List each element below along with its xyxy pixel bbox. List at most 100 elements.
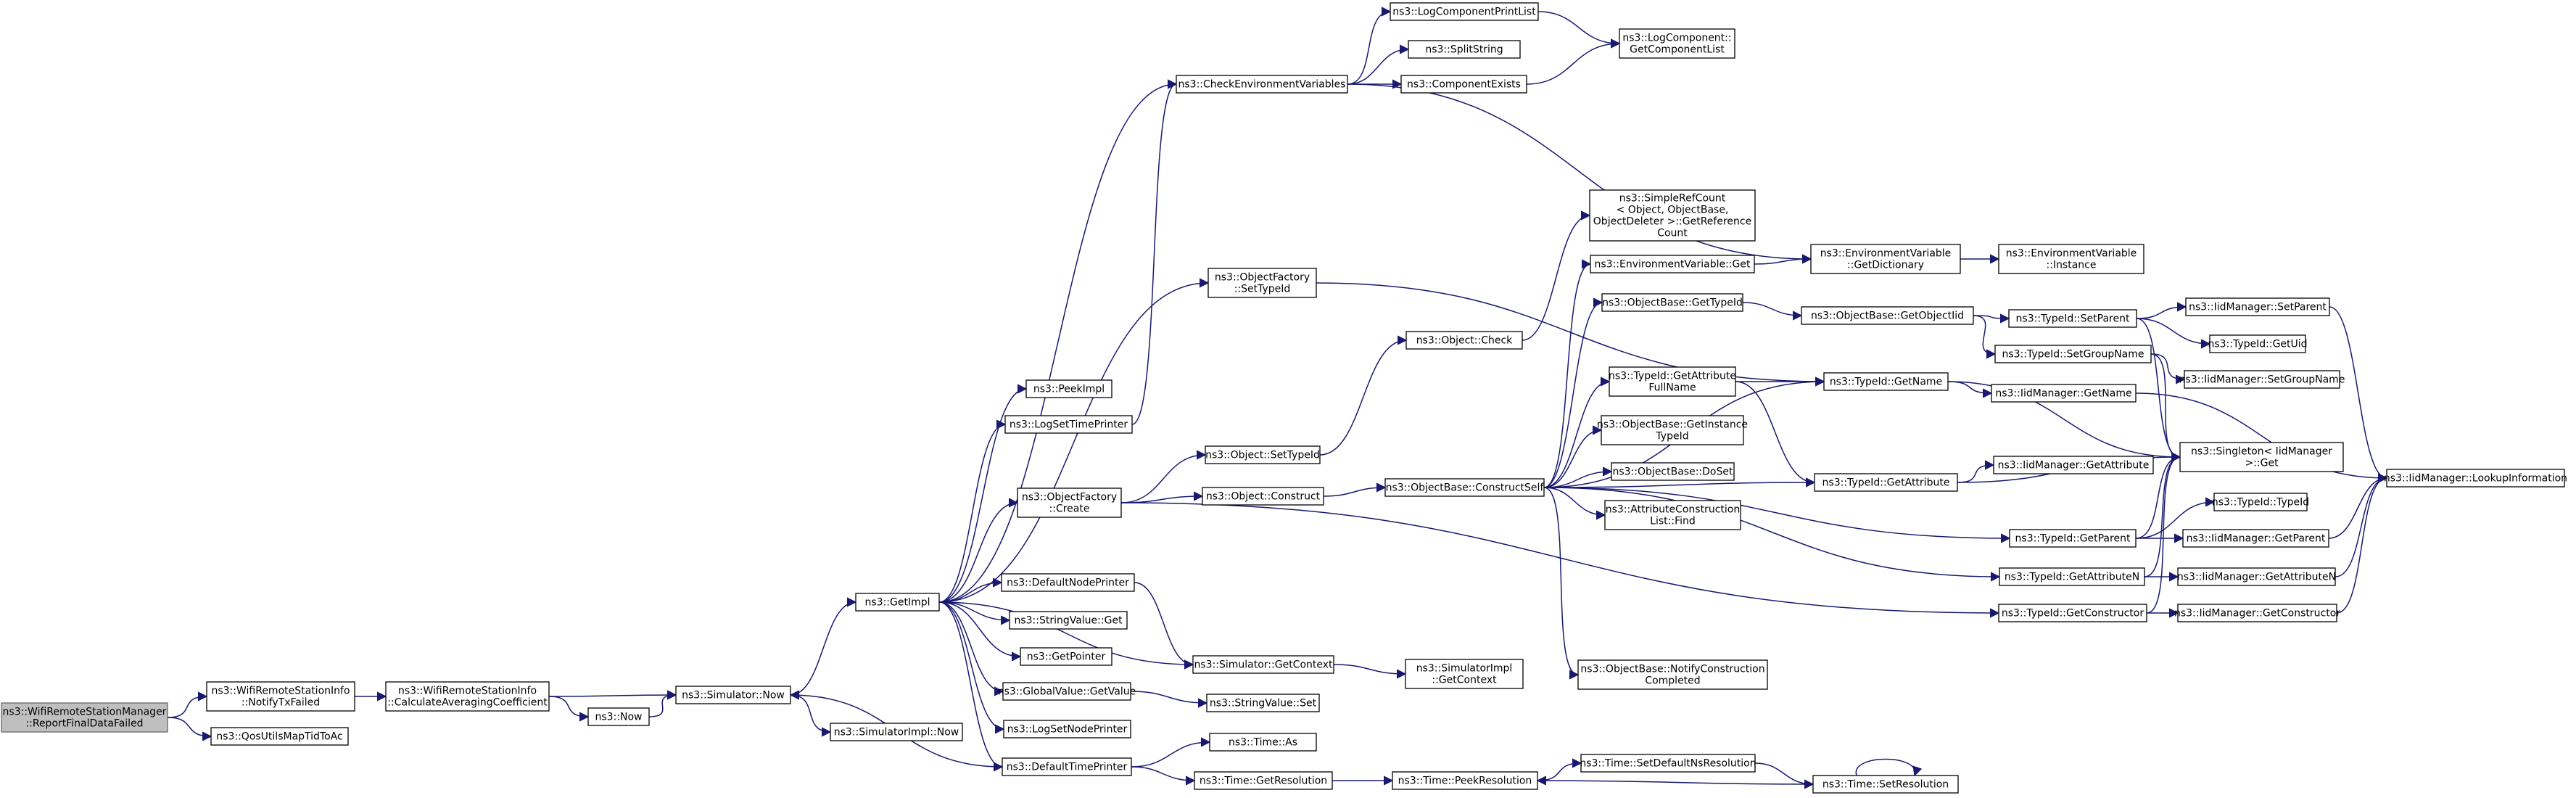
node-label: ns3::Object::Construct: [1206, 491, 1321, 503]
function-node[interactable]: ns3::ObjectBase::NotifyConstructionCompl…: [1577, 659, 1768, 690]
function-node[interactable]: ns3::ObjectFactory::Create: [1017, 488, 1122, 518]
node-box: [1002, 682, 1131, 701]
function-node[interactable]: ns3::TypeId::SetParent: [2008, 309, 2137, 328]
node-label: ns3::ObjectBase::GetObjectIid: [1811, 310, 1964, 322]
node-box: [1993, 456, 2154, 474]
function-node[interactable]: ns3::Time::As: [1209, 733, 1317, 752]
function-node[interactable]: ns3::LogComponentPrintList: [1390, 2, 1539, 21]
node-label: ns3::GetPointer: [1027, 651, 1106, 663]
function-node[interactable]: ns3::Object::Check: [1405, 331, 1523, 350]
function-node[interactable]: ns3::SplitString: [1408, 40, 1521, 59]
node-label: ns3::AttributeConstruction: [1606, 504, 1740, 516]
function-node[interactable]: ns3::GetPointer: [1020, 647, 1112, 666]
function-node[interactable]: ns3::ObjectBase::GetTypeId: [1601, 293, 1743, 312]
edge-n29-n34: [1543, 259, 1592, 488]
edge-n21-n30: [1333, 664, 1407, 679]
function-node[interactable]: ns3::QosUtilsMapTidToAc: [210, 727, 349, 746]
node-box: [1604, 500, 1741, 530]
function-node[interactable]: ns3::SimulatorImpl::GetContext: [1405, 659, 1524, 689]
node-box: [2184, 370, 2340, 389]
function-node[interactable]: ns3::PeekImpl: [1025, 379, 1112, 398]
node-label: ::SetTypeId: [1234, 284, 1291, 295]
function-node[interactable]: ns3::DefaultNodePrinter: [1001, 573, 1135, 592]
function-node[interactable]: ns3::ObjectFactory::SetTypeId: [1208, 268, 1317, 298]
function-node[interactable]: ns3::TypeId::GetAttribute: [1814, 473, 1958, 492]
function-node[interactable]: ns3::StringValue::Get: [1009, 611, 1128, 630]
function-node[interactable]: ns3::SimpleRefCount< Object, ObjectBase,…: [1589, 189, 1756, 242]
function-node[interactable]: ns3::ObjectBase::GetObjectIid: [1801, 306, 1974, 325]
edge-n29-n36: [1543, 377, 1611, 488]
function-node[interactable]: ns3::TypeId::TypeId: [2212, 493, 2309, 511]
node-box: [1611, 462, 1735, 481]
function-node[interactable]: ns3::TypeId::GetName: [1823, 372, 1949, 391]
function-node[interactable]: ns3::Time::PeekResolution: [1392, 771, 1538, 790]
edge-n6-n12: [938, 601, 1011, 625]
function-node[interactable]: ns3::ComponentExists: [1400, 75, 1527, 94]
node-label: ns3::WifiRemoteStationInfo: [211, 686, 350, 697]
node-label: ::GetDictionary: [1847, 260, 1924, 271]
function-node[interactable]: ns3::Time::SetResolution: [1812, 775, 1959, 794]
function-node[interactable]: ns3::ObjectBase::ConstructSelf: [1384, 478, 1545, 497]
node-label: ::Create: [1049, 503, 1090, 515]
function-node[interactable]: ns3::Time::GetResolution: [1194, 771, 1333, 790]
function-node[interactable]: ns3::IidManager::GetName: [1991, 384, 2137, 403]
function-node[interactable]: ns3::Simulator::Now: [675, 686, 791, 704]
function-node[interactable]: ns3::StringValue::Set: [1206, 694, 1320, 712]
function-node[interactable]: ns3::EnvironmentVariable::Instance: [1998, 244, 2144, 274]
function-node[interactable]: ns3::IidManager::GetParent: [2182, 529, 2329, 548]
edge-n17-n25: [1347, 7, 1392, 85]
node-box: [1589, 189, 1756, 242]
function-node[interactable]: ns3::TypeId::GetConstructor: [1998, 604, 2147, 622]
function-node[interactable]: ns3::CheckEnvironmentVariables: [1176, 75, 1348, 94]
function-node[interactable]: ns3::IidManager::GetAttribute: [1993, 456, 2154, 474]
function-node[interactable]: ns3::EnvironmentVariable::GetDictionary: [1810, 244, 1961, 274]
function-node[interactable]: ns3::TypeId::GetAttributeN: [1999, 567, 2145, 586]
edge-n52-n59: [2135, 497, 2216, 539]
function-node[interactable]: ns3::WifiRemoteStationInfo::CalculateAve…: [385, 681, 550, 712]
function-node[interactable]: ns3::SimulatorImpl::Now: [830, 723, 963, 741]
node-label: ns3::GetImpl: [864, 597, 930, 609]
function-node[interactable]: ns3::Singleton< IidManager>::Get: [2179, 442, 2344, 472]
function-node[interactable]: ns3::Object::Construct: [1202, 487, 1324, 506]
function-node[interactable]: ns3::TypeId::GetParent: [2009, 529, 2137, 548]
function-node[interactable]: ns3::LogComponent::GetComponentList: [1619, 28, 1735, 59]
edge-n49-n57: [2150, 353, 2186, 384]
function-node[interactable]: ns3::IidManager::GetAttributeN: [2177, 567, 2336, 586]
function-node[interactable]: ns3::IidManager::SetParent: [2185, 297, 2330, 316]
edge-n28-n33: [1522, 210, 1591, 341]
node-box: [2179, 442, 2344, 472]
function-node[interactable]: ns3::IidManager::LookupInformation: [2384, 469, 2567, 488]
node-label: ns3::TypeId::SetGroupName: [2002, 349, 2144, 361]
function-node[interactable]: ns3::ObjectBase::DoSet: [1611, 462, 1735, 481]
function-node[interactable]: ns3::Object::SetTypeId: [1205, 445, 1321, 464]
edge-n44-n58: [1947, 381, 2181, 462]
function-node[interactable]: ns3::TypeId::GetUid: [2208, 334, 2308, 353]
node-label: ns3::LogSetTimePrinter: [1010, 419, 1128, 431]
function-node[interactable]: ns3::Simulator::GetContext: [1192, 655, 1334, 674]
node-label: ns3::DefaultNodePrinter: [1007, 577, 1129, 589]
node-label: ns3::IidManager::GetName: [1995, 388, 2131, 400]
function-node[interactable]: ns3::LogSetTimePrinter: [1004, 415, 1133, 434]
function-node[interactable]: ns3::Now: [587, 707, 650, 726]
function-node[interactable]: ns3::WifiRemoteStationInfo::NotifyTxFail…: [206, 681, 355, 712]
function-node[interactable]: ns3::DefaultTimePrinter: [1002, 757, 1132, 776]
node-label: ns3::ObjectBase::NotifyConstruction: [1580, 664, 1764, 675]
function-node[interactable]: ns3::IidManager::GetConstructor: [2174, 604, 2340, 622]
edge-n46-n46: [1855, 758, 1923, 777]
function-node[interactable]: ns3::GlobalValue::GetValue: [998, 682, 1136, 701]
function-node[interactable]: ns3::IidManager::SetGroupName: [2179, 370, 2345, 389]
function-node[interactable]: ns3::LogSetNodePrinter: [1003, 720, 1131, 739]
function-node[interactable]: ns3::Time::SetDefaultNsResolution: [1580, 754, 1756, 773]
node-label: ns3::DefaultTimePrinter: [1007, 762, 1128, 773]
edge-n48-n58: [2136, 318, 2181, 462]
edge-n29-n40: [1543, 487, 1580, 680]
function-node[interactable]: ns3::GetImpl: [855, 593, 940, 612]
function-node[interactable]: ns3::EnvironmentVariable::Get: [1590, 255, 1755, 273]
node-label: ns3::ObjectBase::GetInstance: [1597, 419, 1748, 431]
node-label: ns3::Simulator::Now: [682, 690, 785, 702]
node-label: ns3::Time::SetDefaultNsResolution: [1580, 758, 1756, 770]
function-node[interactable]: ns3::TypeId::SetGroupName: [1994, 345, 2152, 363]
